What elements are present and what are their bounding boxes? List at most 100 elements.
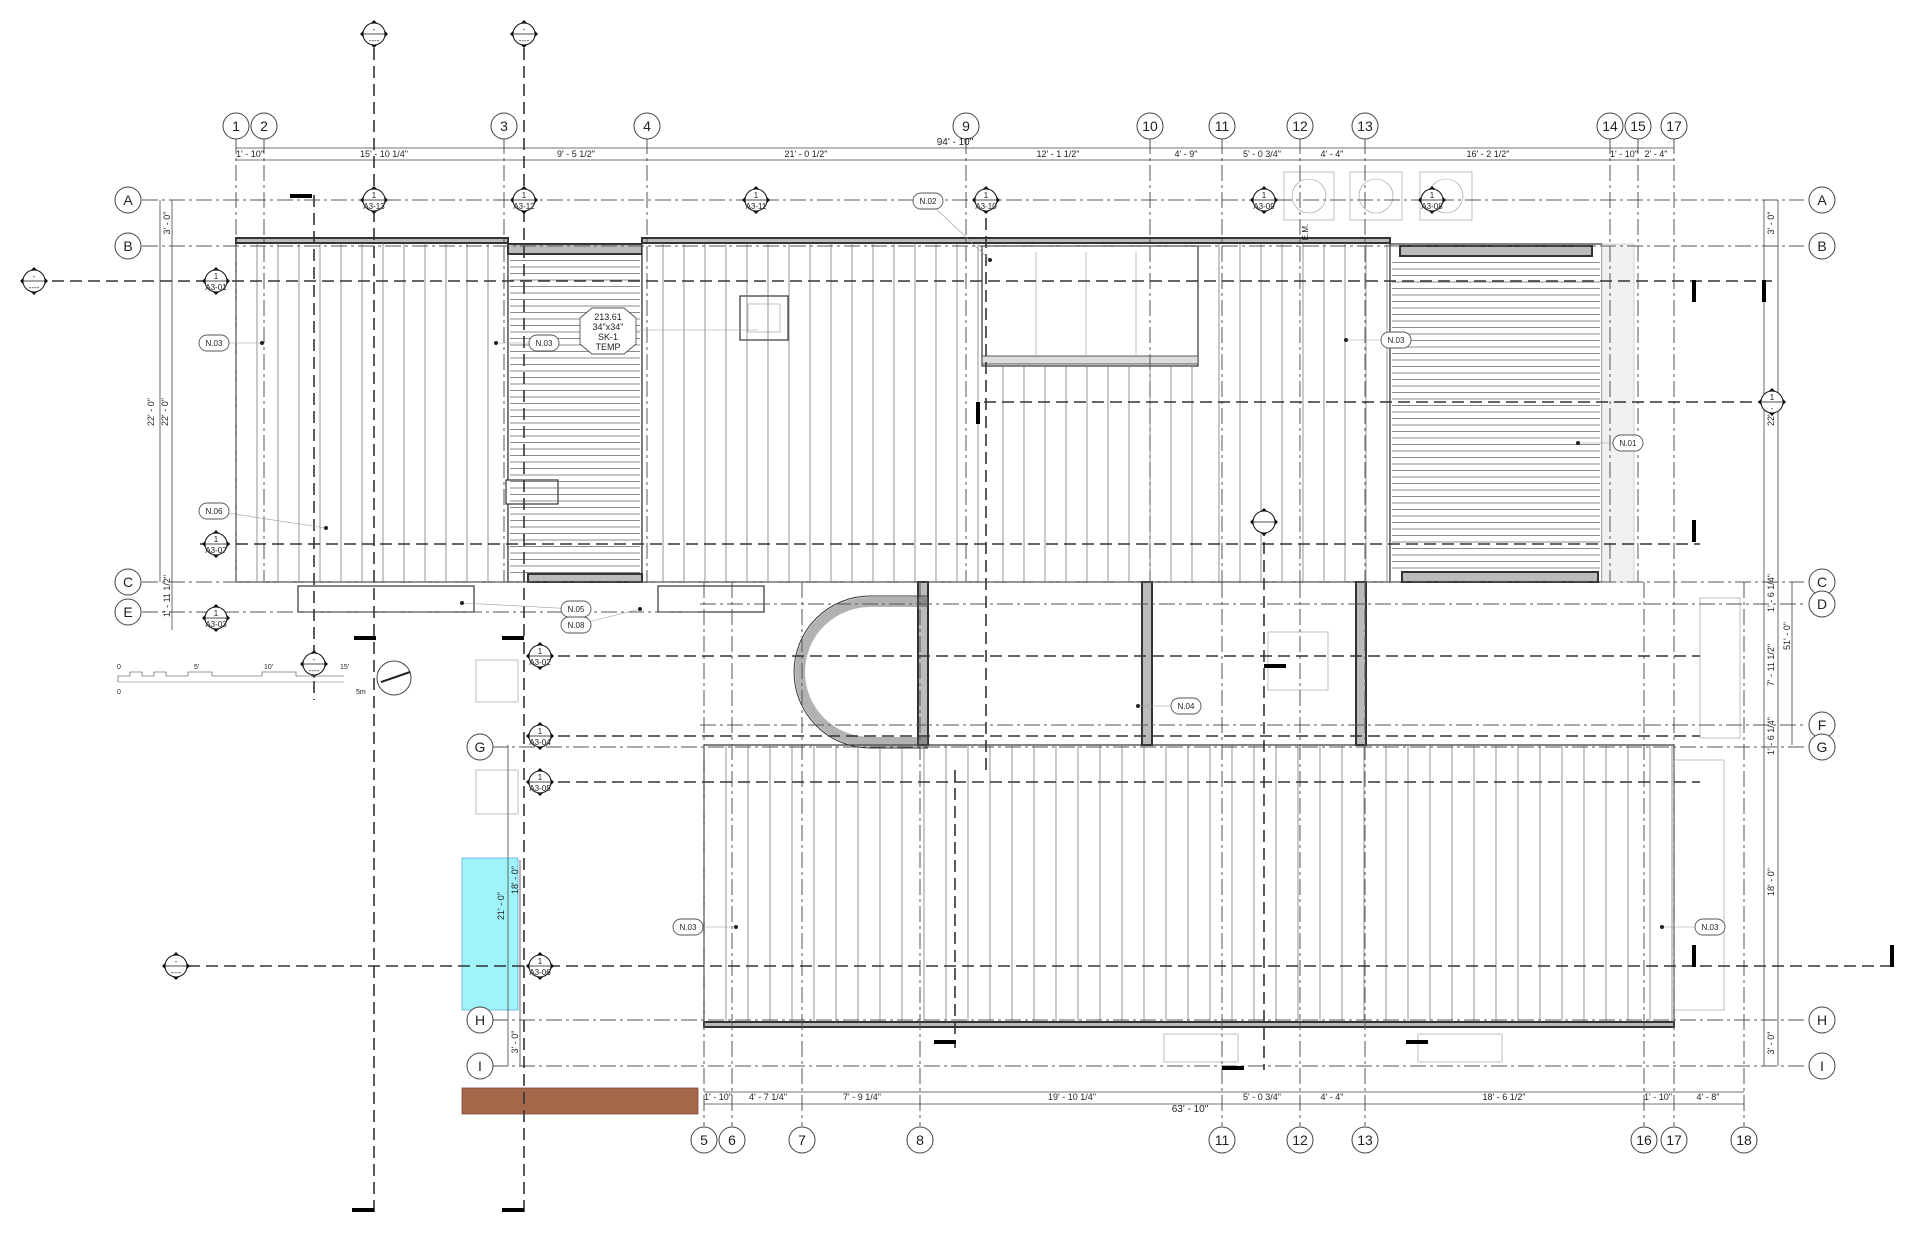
grid-bubble-top-1: 1 xyxy=(222,112,250,140)
section-mark-A3-13-sheet: A3-13 xyxy=(363,202,385,211)
grid-bubble-top-17: 17 xyxy=(1660,112,1688,140)
keynote-dot xyxy=(494,341,498,345)
grid-bubble-left-A-label: A xyxy=(123,192,133,208)
keynote-label: N.03 xyxy=(206,339,223,348)
grid-bubble-bottom-7-label: 7 xyxy=(798,1132,806,1148)
skylight-inner xyxy=(747,303,781,333)
building-section-mark-number: 1 xyxy=(1770,393,1775,402)
grid-bubble-bottom-8-circle xyxy=(906,1126,934,1154)
section-mark-A3-12: 1A3-12 xyxy=(510,186,538,214)
section-mark-A3-08-sheet: A3-08 xyxy=(1421,202,1443,211)
keynote-label: N.03 xyxy=(536,339,553,348)
dim-right: 7' - 11 1/2" xyxy=(1766,644,1776,686)
grid-bubble-top-11: 11 xyxy=(1208,112,1236,140)
grid-bubble-top-9-label: 9 xyxy=(962,118,970,134)
grid-bubble-top-2: 2 xyxy=(250,112,278,140)
section-mark-A3-10-number: 1 xyxy=(984,191,989,200)
keynote-N.05: N.05 xyxy=(460,600,592,618)
keynote-dot xyxy=(1660,925,1664,929)
grid-bubble-top-17-label: 17 xyxy=(1666,118,1682,134)
section-mark-A3-07-sheet: A3-07 xyxy=(205,546,227,555)
grid-bubble-right-G-label: G xyxy=(1817,739,1828,755)
section-markers: 1A3-131A3-121A3-111A3-101A3-091A3-081A3-… xyxy=(202,186,1446,980)
grid-bubble-right-A-circle xyxy=(1808,186,1836,214)
north-arrow-needle xyxy=(380,671,411,683)
dim-bottom-segment: 19' - 10 1/4" xyxy=(1048,1092,1096,1102)
building-section-mark: ----- xyxy=(300,650,328,678)
keynote-N.03: N.03 xyxy=(494,334,560,352)
grid-bubble-top-15-circle xyxy=(1624,112,1652,140)
parapet-upper-middle xyxy=(641,237,1391,244)
grid-bubble-bottom-5: 5 xyxy=(690,1126,718,1154)
grid-bubble-bottom-7: 7 xyxy=(788,1126,816,1154)
grid-bubble-bottom-11-circle xyxy=(1208,1126,1236,1154)
section-mark-A3-08-number: 1 xyxy=(1430,191,1435,200)
dim-left: 22' - 0" xyxy=(146,398,156,426)
keynote-N.06: N.06 xyxy=(198,502,328,530)
keynote-pill xyxy=(1694,918,1726,936)
grid-bubble-bottom-12: 12 xyxy=(1286,1126,1314,1154)
dim-bottom-segment: 7' - 9 1/4" xyxy=(843,1092,881,1102)
section-mark-A3-12-number: 1 xyxy=(522,191,527,200)
dim-top-segment: 4' - 9" xyxy=(1175,149,1198,159)
grid-bubble-bottom-16-label: 16 xyxy=(1636,1132,1652,1148)
grid-bubble-left-H-circle xyxy=(466,1006,494,1034)
section-end-marks xyxy=(290,194,1894,1212)
grid-bubble-top-12-circle xyxy=(1286,112,1314,140)
building-section-mark: ----- xyxy=(360,20,388,48)
canopy-middle xyxy=(657,585,765,613)
keynote-label: N.08 xyxy=(568,621,585,630)
grid-bubble-left-E-circle xyxy=(114,598,142,626)
dim-bottom-segment: 18' - 6 1/2" xyxy=(1483,1092,1526,1102)
skylight-tag-line-4: TEMP xyxy=(595,342,620,352)
grid-bubble-top-13-circle xyxy=(1351,112,1379,140)
roof-block-upper-right xyxy=(1389,243,1603,583)
section-mark-A3-09-number: 1 xyxy=(1262,191,1267,200)
scale-bar: 0 5' 10' 15' 0 5m xyxy=(117,660,412,696)
section-mark-A3-05-number: 1 xyxy=(538,773,543,782)
grid-bubble-bottom-6-circle xyxy=(718,1126,746,1154)
roof-block-upper-middle-left xyxy=(507,243,643,583)
equipment-fans xyxy=(1283,171,1473,221)
section-mark-A3-06-sheet: A3-06 xyxy=(529,968,551,977)
keynote-N.04: N.04 xyxy=(1136,697,1202,715)
opening-sill xyxy=(981,355,1199,365)
grid-bubble-left-C: C xyxy=(114,568,142,596)
wall-courtyard-1 xyxy=(917,581,929,746)
grid-bubble-left-C-label: C xyxy=(123,574,133,590)
building-section-mark-sheet: ---- xyxy=(519,36,530,45)
grid-bubble-left-H-label: H xyxy=(475,1012,485,1028)
building-section-mark-sheet: ---- xyxy=(369,36,380,45)
building-section-mark-sheet: ---- xyxy=(171,968,182,977)
section-mark-A3-03-sheet: A3-03 xyxy=(205,620,227,629)
keynote-pill xyxy=(1380,331,1412,349)
dim-right: 3' - 0" xyxy=(1766,1032,1776,1055)
grid-bubble-right-C-label: C xyxy=(1817,574,1827,590)
section-mark-A3-11-number: 1 xyxy=(754,191,759,200)
dim-right: 1' - 6 1/4" xyxy=(1766,574,1776,612)
grid-bubble-bottom-8: 8 xyxy=(906,1126,934,1154)
keynote-leader xyxy=(213,510,327,529)
keynote-label: N.03 xyxy=(1388,336,1405,345)
grid-bubble-right-A-label: A xyxy=(1817,192,1827,208)
section-mark-A3-10-sheet: A3-10 xyxy=(975,202,997,211)
grid-bubble-left-G-circle xyxy=(466,733,494,761)
dim-right: 18' - 0" xyxy=(1766,868,1776,896)
grid-bubble-bottom-11: 11 xyxy=(1208,1126,1236,1154)
grid-bubble-right-D-label: D xyxy=(1817,596,1827,612)
building-section-mark: ----- xyxy=(162,952,190,980)
building-section-mark xyxy=(1250,508,1278,536)
dim-right: 1' - 6 1/4" xyxy=(1766,717,1776,755)
skylight-tag-line-3: SK-1 xyxy=(598,332,618,342)
roof-hatch xyxy=(505,479,559,505)
keynote-pill xyxy=(912,192,944,210)
keynote-dot xyxy=(988,258,992,262)
building-section-mark: ----- xyxy=(20,267,48,295)
grid-bubble-top-11-label: 11 xyxy=(1215,118,1230,134)
dim-left: 3' - 0" xyxy=(162,212,172,235)
grid-bubble-left-C-circle xyxy=(114,568,142,596)
